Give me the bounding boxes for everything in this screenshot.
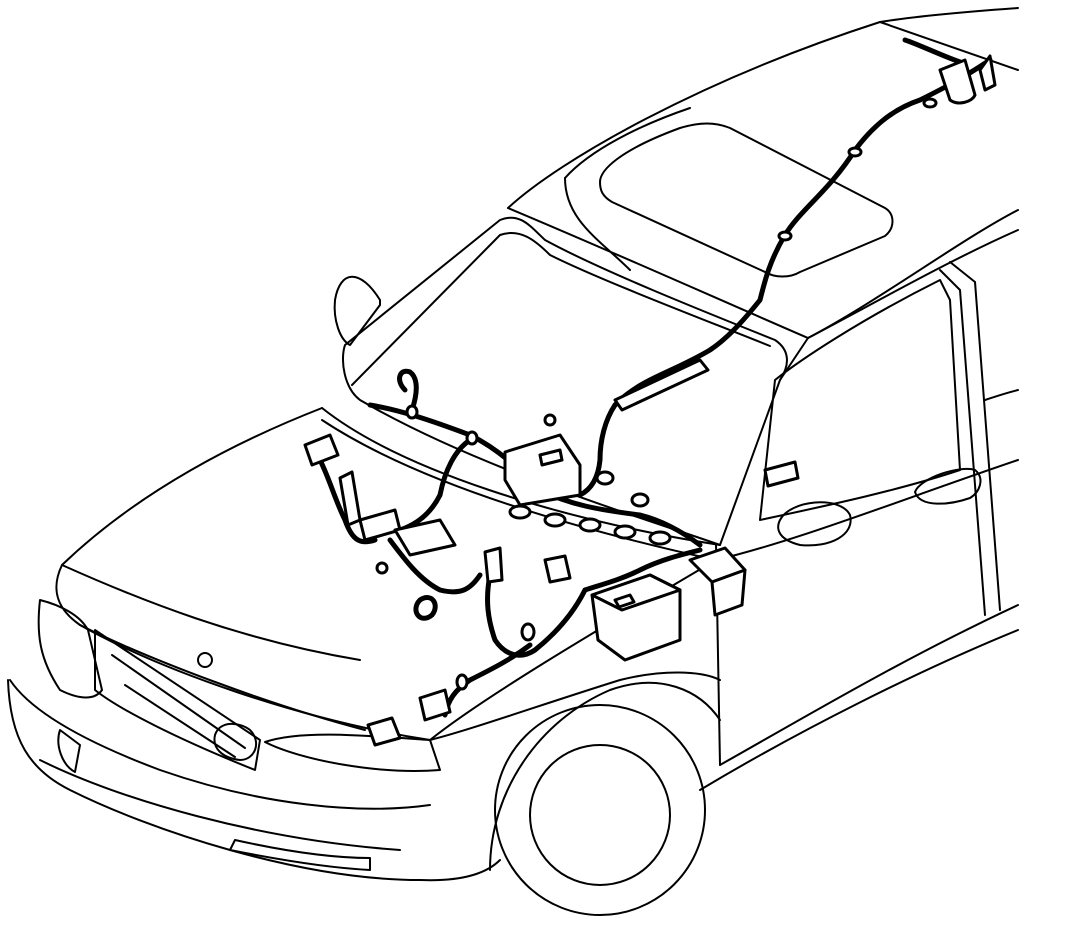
roof-harness-end [902, 37, 963, 65]
engine-harness [485, 572, 588, 658]
relay-box [358, 508, 402, 542]
front-bumper [7, 679, 501, 882]
engine-connector-1 [483, 546, 504, 584]
front-connector [366, 716, 402, 747]
grille-emblem [213, 722, 258, 761]
b-pillar-2 [949, 261, 1001, 611]
grille-outline [94, 629, 261, 771]
engine-connector-2 [543, 554, 572, 584]
dash-connector-3 [578, 517, 602, 533]
grille-bar-1 [111, 654, 246, 749]
a-pillar-harness [577, 402, 618, 498]
pillar-conduit [613, 358, 710, 412]
lower-loop [413, 595, 438, 621]
dash-connector-5 [648, 530, 672, 546]
headlight-right [264, 733, 441, 772]
windshield-inner [351, 232, 771, 386]
bumper-slot [229, 839, 371, 871]
fog-light-left [57, 729, 81, 773]
hood-crease [61, 564, 361, 661]
door-connector [763, 460, 800, 488]
sunroof-outline [599, 122, 894, 278]
battery-harness [582, 547, 703, 593]
lower-bumper-line [39, 759, 401, 851]
hood-emblem [197, 652, 213, 668]
front-wheel-rim [529, 744, 671, 886]
door-lower [719, 604, 1019, 766]
fuse-box-lower [710, 568, 747, 617]
windshield-cowl-2 [321, 419, 717, 561]
grille-bar-2 [124, 684, 236, 758]
roof-rail-side [807, 229, 1019, 339]
door-handle [914, 467, 982, 505]
components [303, 54, 997, 747]
dash-branch [397, 437, 473, 533]
left-mirror [333, 275, 381, 346]
roof-side-line [507, 207, 1019, 339]
control-unit [393, 518, 457, 557]
mirror-connector [303, 433, 340, 467]
lower-clip [375, 561, 389, 575]
dash-module [503, 433, 582, 507]
upper-loop [397, 368, 419, 413]
cowl-clip-1 [405, 404, 419, 420]
side-mirror-right [777, 501, 852, 547]
roof-clip [978, 54, 997, 92]
wheel-clip [455, 673, 469, 691]
cowl-clip-2 [465, 430, 479, 446]
roof-outline [507, 7, 1019, 209]
rear-door-line [984, 389, 1019, 401]
roof-edge-rear [879, 21, 1019, 71]
dash-connector-1 [508, 504, 532, 520]
headlamp-connector [418, 688, 452, 722]
roof-harness [612, 57, 993, 408]
dash-connector-7 [595, 470, 615, 486]
engine-clip [520, 622, 536, 642]
side-window-outline [759, 279, 961, 521]
bumper-upper [9, 679, 431, 810]
mid-harness [387, 537, 483, 595]
rocker-line [699, 629, 1019, 791]
dash-connector-6 [630, 492, 650, 508]
left-harness [317, 457, 378, 545]
wheel-arch [489, 681, 721, 871]
car-body [7, 7, 1019, 916]
battery-terminal [613, 593, 636, 609]
dash-module-slot [538, 448, 564, 467]
dash-connector-4 [613, 524, 637, 540]
roof-connector-rear [938, 58, 977, 105]
door-belt-line [715, 459, 1019, 561]
roof-clip-3 [922, 97, 938, 109]
front-tire [494, 704, 706, 916]
roof-clip-2 [777, 230, 793, 242]
b-pillar [939, 269, 986, 616]
roof-clip-1 [847, 146, 863, 158]
hood-outline [55, 407, 717, 741]
fender-line [429, 671, 721, 741]
sunroof-frame-outer [564, 107, 691, 179]
left-clip [543, 413, 557, 427]
dash-connector-2 [543, 512, 567, 528]
headlight-left [37, 599, 103, 699]
wiring-harness [317, 37, 993, 718]
sunroof-frame-inner [564, 177, 631, 271]
